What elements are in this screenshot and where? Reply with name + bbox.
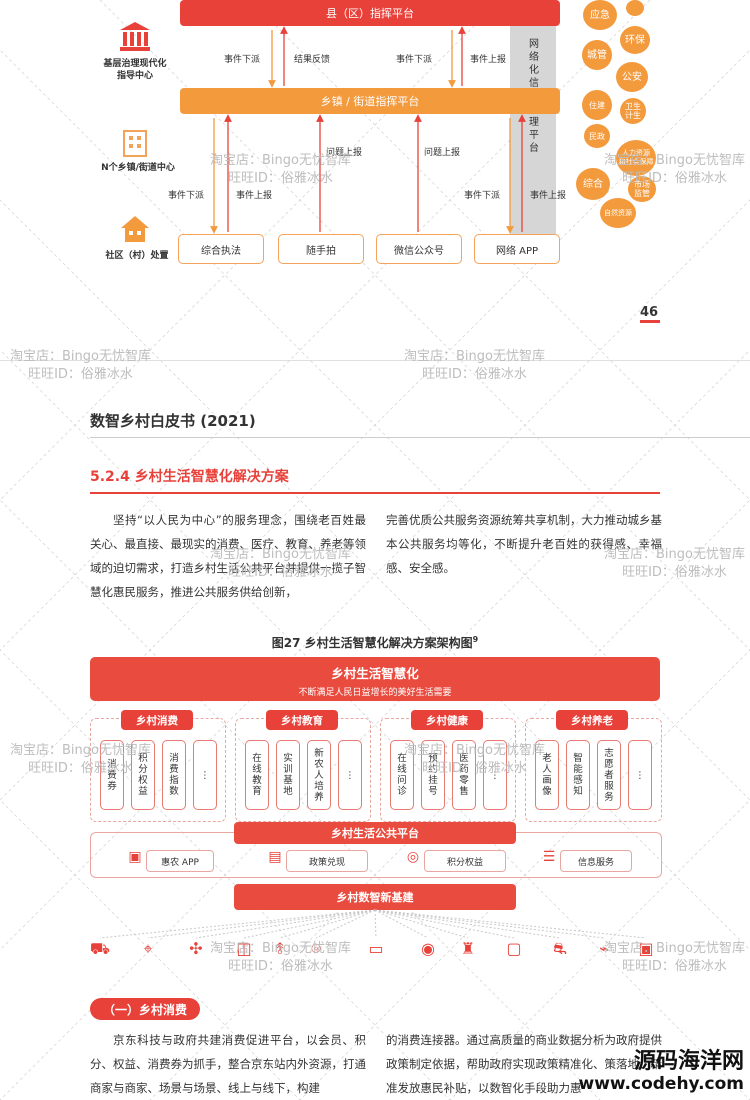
location-pin-icon: ⌖ (143, 939, 153, 958)
service-pill: 志愿者服务 (597, 740, 621, 810)
town-center-label: N个乡镇/街道中心 (101, 163, 175, 173)
app-icon: ▣ (128, 849, 142, 865)
site-brand-name: 源码海洋网 (633, 1049, 744, 1074)
department-bubble: 民政 (584, 124, 610, 148)
service-pill: 在线问诊 (390, 740, 414, 810)
document-header: 数智乡村白皮书 (2021) (90, 412, 256, 430)
service-pill: ⋮ (628, 740, 652, 810)
service-pill: 积分权益 (131, 740, 155, 810)
platform-item: 政策兑现 (286, 850, 368, 872)
smart-life-title: 乡村生活智慧化 (331, 666, 419, 681)
flow-label: 事件下派 (396, 55, 433, 65)
service-pill: 医药零售 (452, 740, 476, 810)
service-pill: 老人画像 (535, 740, 559, 810)
figure-title-text: 图27 乡村生活智慧化解决方案架构图 (271, 636, 473, 650)
document-icon: ▤ (268, 849, 282, 865)
flow-label: 问题上报 (424, 148, 461, 158)
drone-icon: ✣ (189, 939, 203, 958)
service-pill: ⋮ (338, 740, 362, 810)
antenna-icon: ⌁ (599, 939, 609, 958)
light-pole-icon: ⥉ (276, 939, 284, 958)
flow-label: 事件下派 (168, 191, 205, 201)
department-bubble: 自然资源 (600, 198, 636, 228)
channel-box: 网络 APP (474, 234, 560, 264)
channel-box: 微信公众号 (376, 234, 462, 264)
department-bubble: 住建 (582, 90, 612, 120)
channel-box: 随手拍 (278, 234, 364, 264)
department-bubble: 卫生 计生 (620, 98, 646, 124)
service-pill: 预约挂号 (421, 740, 445, 810)
screen-icon: ▭ (368, 939, 384, 958)
group-title: 乡村消费 (121, 710, 193, 730)
paragraph-right: 完善优质公共服务资源统筹共享机制，大力推动城乡基本公共服务均等化，不断提升老百姓… (386, 513, 662, 575)
truck-icon: ⛟ (89, 939, 111, 958)
flow-label: 事件上报 (470, 55, 507, 65)
subsection-title: （一）乡村消费 (90, 998, 200, 1020)
service-pill: 实训基地 (276, 740, 300, 810)
group-title: 乡村健康 (411, 710, 483, 730)
service-pill: 消费指数 (162, 740, 186, 810)
monitor-icon: ▢ (506, 939, 522, 958)
department-bubble: 综合 (576, 168, 610, 200)
page-number-underline (640, 320, 660, 323)
flow-label: 问题上报 (326, 148, 363, 158)
paragraph-left: 坚持“以人民为中心”的服务理念，围绕老百姓最关心、最直接、最现实的消费、医疗、教… (90, 513, 366, 599)
server-icon: ☰ (542, 849, 556, 865)
subsection-paragraph-left: 京东科技与政府共建消费促进平台，以会员、积分、权益、消费券为抓手，整合京东站内外… (90, 1033, 366, 1095)
figure-footnote: 9 (472, 635, 479, 644)
camera-icon: ◫ (236, 939, 252, 958)
office-building-icon (123, 130, 147, 157)
header-rule (90, 437, 750, 438)
flow-label: 事件上报 (236, 191, 273, 201)
page-divider (0, 360, 750, 361)
infrastructure-fan-lines (99, 909, 647, 939)
flow-label: 事件下派 (224, 55, 261, 65)
watermark: 淘宝店：Bingo无忧智库旺旺ID：俗雅冰水 (404, 349, 545, 382)
department-bubble: 市场 监管 (628, 176, 656, 202)
coins-icon: ◎ (406, 849, 420, 865)
watermark: 淘宝店：Bingo无忧智库旺旺ID：俗雅冰水 (604, 941, 745, 974)
watermark: 淘宝店：Bingo无忧智库旺旺ID：俗雅冰水 (10, 349, 151, 382)
display-icon: ▣ (638, 939, 654, 958)
figure-title: 图27 乡村生活智慧化解决方案架构图9 (0, 634, 750, 651)
infrastructure-title: 乡村数智新基建 (234, 884, 516, 910)
service-pill: ⋮ (193, 740, 217, 810)
sensor-icon: ◉ (421, 939, 435, 958)
platform-item: 积分权益 (424, 850, 506, 872)
tractor-icon: ⛐ (553, 939, 567, 958)
service-pill: 智能感知 (566, 740, 590, 810)
platform-item: 惠农 APP (146, 850, 214, 872)
page-number: 46 (640, 305, 659, 320)
group-title: 乡村教育 (266, 710, 338, 730)
flow-label: 事件上报 (530, 191, 567, 201)
service-pill: ⋮ (483, 740, 507, 810)
public-platform-title: 乡村生活公共平台 (234, 822, 516, 844)
service-pill: 新农人培养 (307, 740, 331, 810)
channel-box: 综合执法 (178, 234, 264, 264)
site-brand-url: www.codehy.com (578, 1074, 745, 1094)
gov-center-label: 基层治理现代化 指导中心 (103, 59, 167, 81)
map-pin-icon: ⌾ (311, 939, 321, 958)
section-title: 5.2.4 乡村生活智慧化解决方案 (90, 469, 289, 485)
service-pill: 消费券 (100, 740, 124, 810)
department-bubble: 城管 (582, 40, 612, 70)
platform-item: 信息服务 (560, 850, 632, 872)
smart-life-subtitle: 不断满足人民日益增长的美好生活需要 (298, 688, 452, 698)
smart-life-banner: 乡村生活智慧化 不断满足人民日益增长的美好生活需要 (90, 657, 660, 701)
section-rule (90, 492, 660, 494)
group-title: 乡村养老 (556, 710, 628, 730)
factory-icon: ♜ (460, 939, 476, 958)
village-label: 社区（村）处置 (105, 251, 169, 261)
government-building-icon (120, 22, 150, 51)
flow-label: 结果反馈 (294, 55, 331, 65)
department-bubble: 环保 (620, 26, 650, 54)
department-bubble-small (626, 0, 644, 16)
department-bubble: 公安 (616, 62, 648, 92)
department-bubble: 人力资源 和社会保障 (616, 140, 656, 176)
flow-label: 事件下派 (464, 191, 501, 201)
service-pill: 在线教育 (245, 740, 269, 810)
department-bubble: 应急 (583, 0, 617, 30)
house-icon (121, 216, 149, 242)
site-brand: 源码海洋网 www.codehy.com (578, 1049, 745, 1095)
